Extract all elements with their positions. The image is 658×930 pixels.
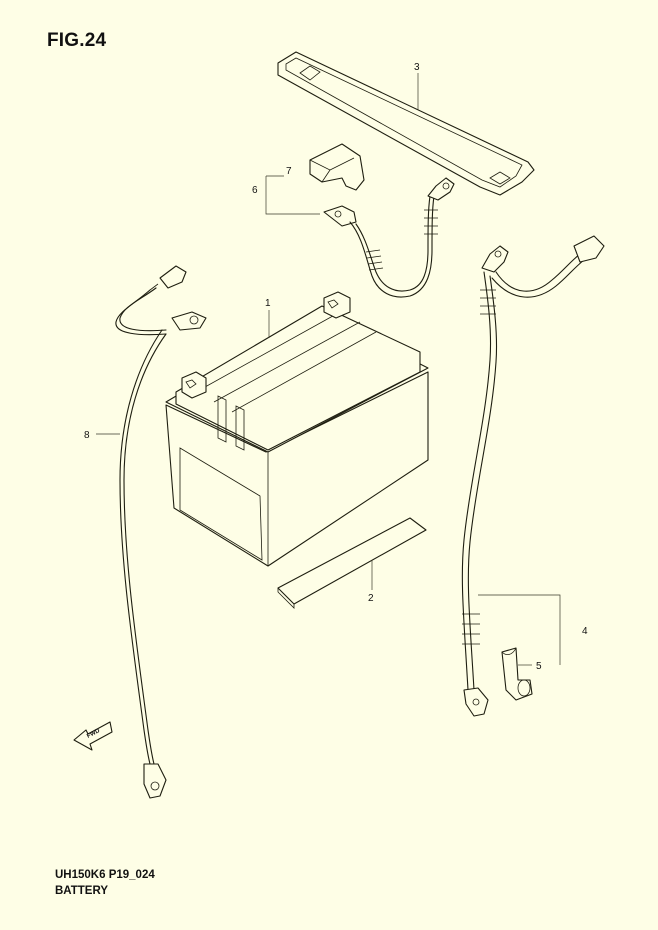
callout-5: 5 [536,661,542,672]
figure-code: UH150K6 P19_024 [55,869,155,881]
battery [165,291,429,567]
terminal-cover [309,143,365,191]
positive-cable [323,177,455,298]
negative-cable [115,265,207,799]
figure-title: FIG.24 [47,30,107,51]
battery-pad [277,517,427,609]
callout-6: 6 [252,185,258,196]
terminal-cap [501,647,533,701]
callout-2: 2 [368,593,374,604]
callout-4: 4 [582,626,588,637]
callout-1: 1 [265,298,271,309]
battery-band [277,51,535,196]
figure-name: BATTERY [55,885,109,897]
callout-line-6 [265,175,320,215]
fwd-arrow-icon: FWD [73,721,113,751]
callout-3: 3 [414,62,420,73]
callout-7: 7 [286,166,292,177]
starter-cable [461,235,605,717]
callout-8: 8 [84,430,90,441]
callout-line-4 [478,594,561,665]
